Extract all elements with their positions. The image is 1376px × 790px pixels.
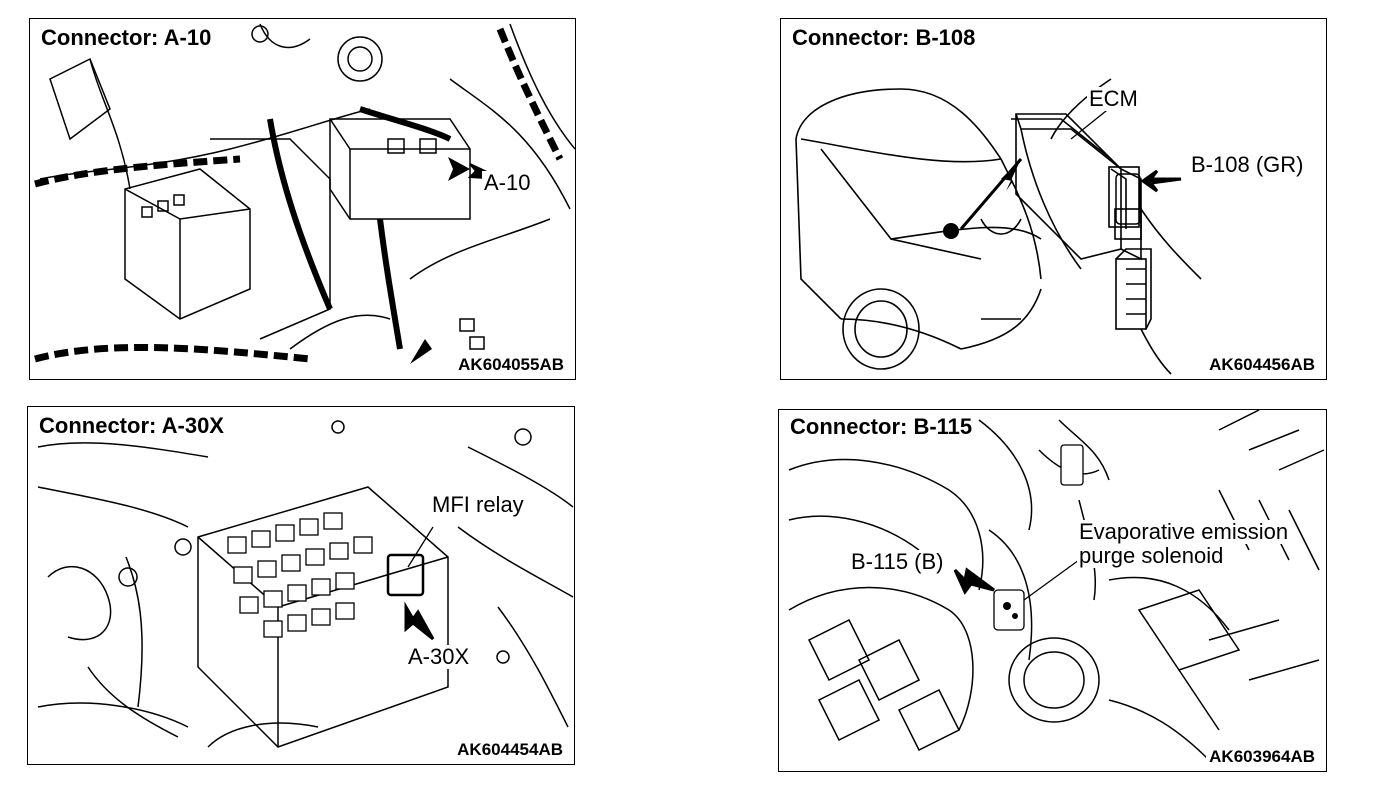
- callout-solenoid-line1: Evaporative emission: [1077, 519, 1291, 544]
- figure-code: AK603964AB: [1206, 747, 1318, 767]
- panel-connector-a30x: Connector: A-30X MFI relay A-30X AK60445…: [27, 406, 575, 765]
- panel-connector-b108: Connector: B-108 ECM B-108 (GR) AK604456…: [780, 18, 1327, 380]
- callout-solenoid-line2: purge solenoid: [1077, 543, 1226, 568]
- callout-a30x: A-30X: [406, 644, 472, 669]
- callout-b108: B-108 (GR): [1189, 152, 1306, 177]
- panel-connector-a10: Connector: A-10 A-10 AK604055AB: [29, 18, 576, 380]
- relay-box-illustration: [37, 420, 574, 748]
- callout-mfi-relay: MFI relay: [430, 492, 526, 517]
- callout-ecm: ECM: [1087, 86, 1140, 111]
- panel-title: Connector: A-30X: [36, 413, 227, 439]
- figure-code: AK604456AB: [1206, 355, 1318, 375]
- engine-bay-illustration-a10: [34, 23, 575, 364]
- panel-connector-b115: Connector: B-115 B-115 (B) Evaporative e…: [778, 409, 1327, 772]
- panel-title: Connector: B-108: [789, 25, 979, 51]
- callout-a10: A-10: [482, 170, 533, 195]
- figure-code: AK604454AB: [454, 740, 566, 760]
- panel-title: Connector: B-115: [787, 414, 976, 440]
- purge-solenoid-illustration: [788, 410, 1325, 761]
- callout-b115: B-115 (B): [849, 549, 946, 574]
- panel-title: Connector: A-10: [38, 25, 215, 51]
- vehicle-ecm-illustration: [795, 78, 1202, 375]
- figure-code: AK604055AB: [455, 355, 567, 375]
